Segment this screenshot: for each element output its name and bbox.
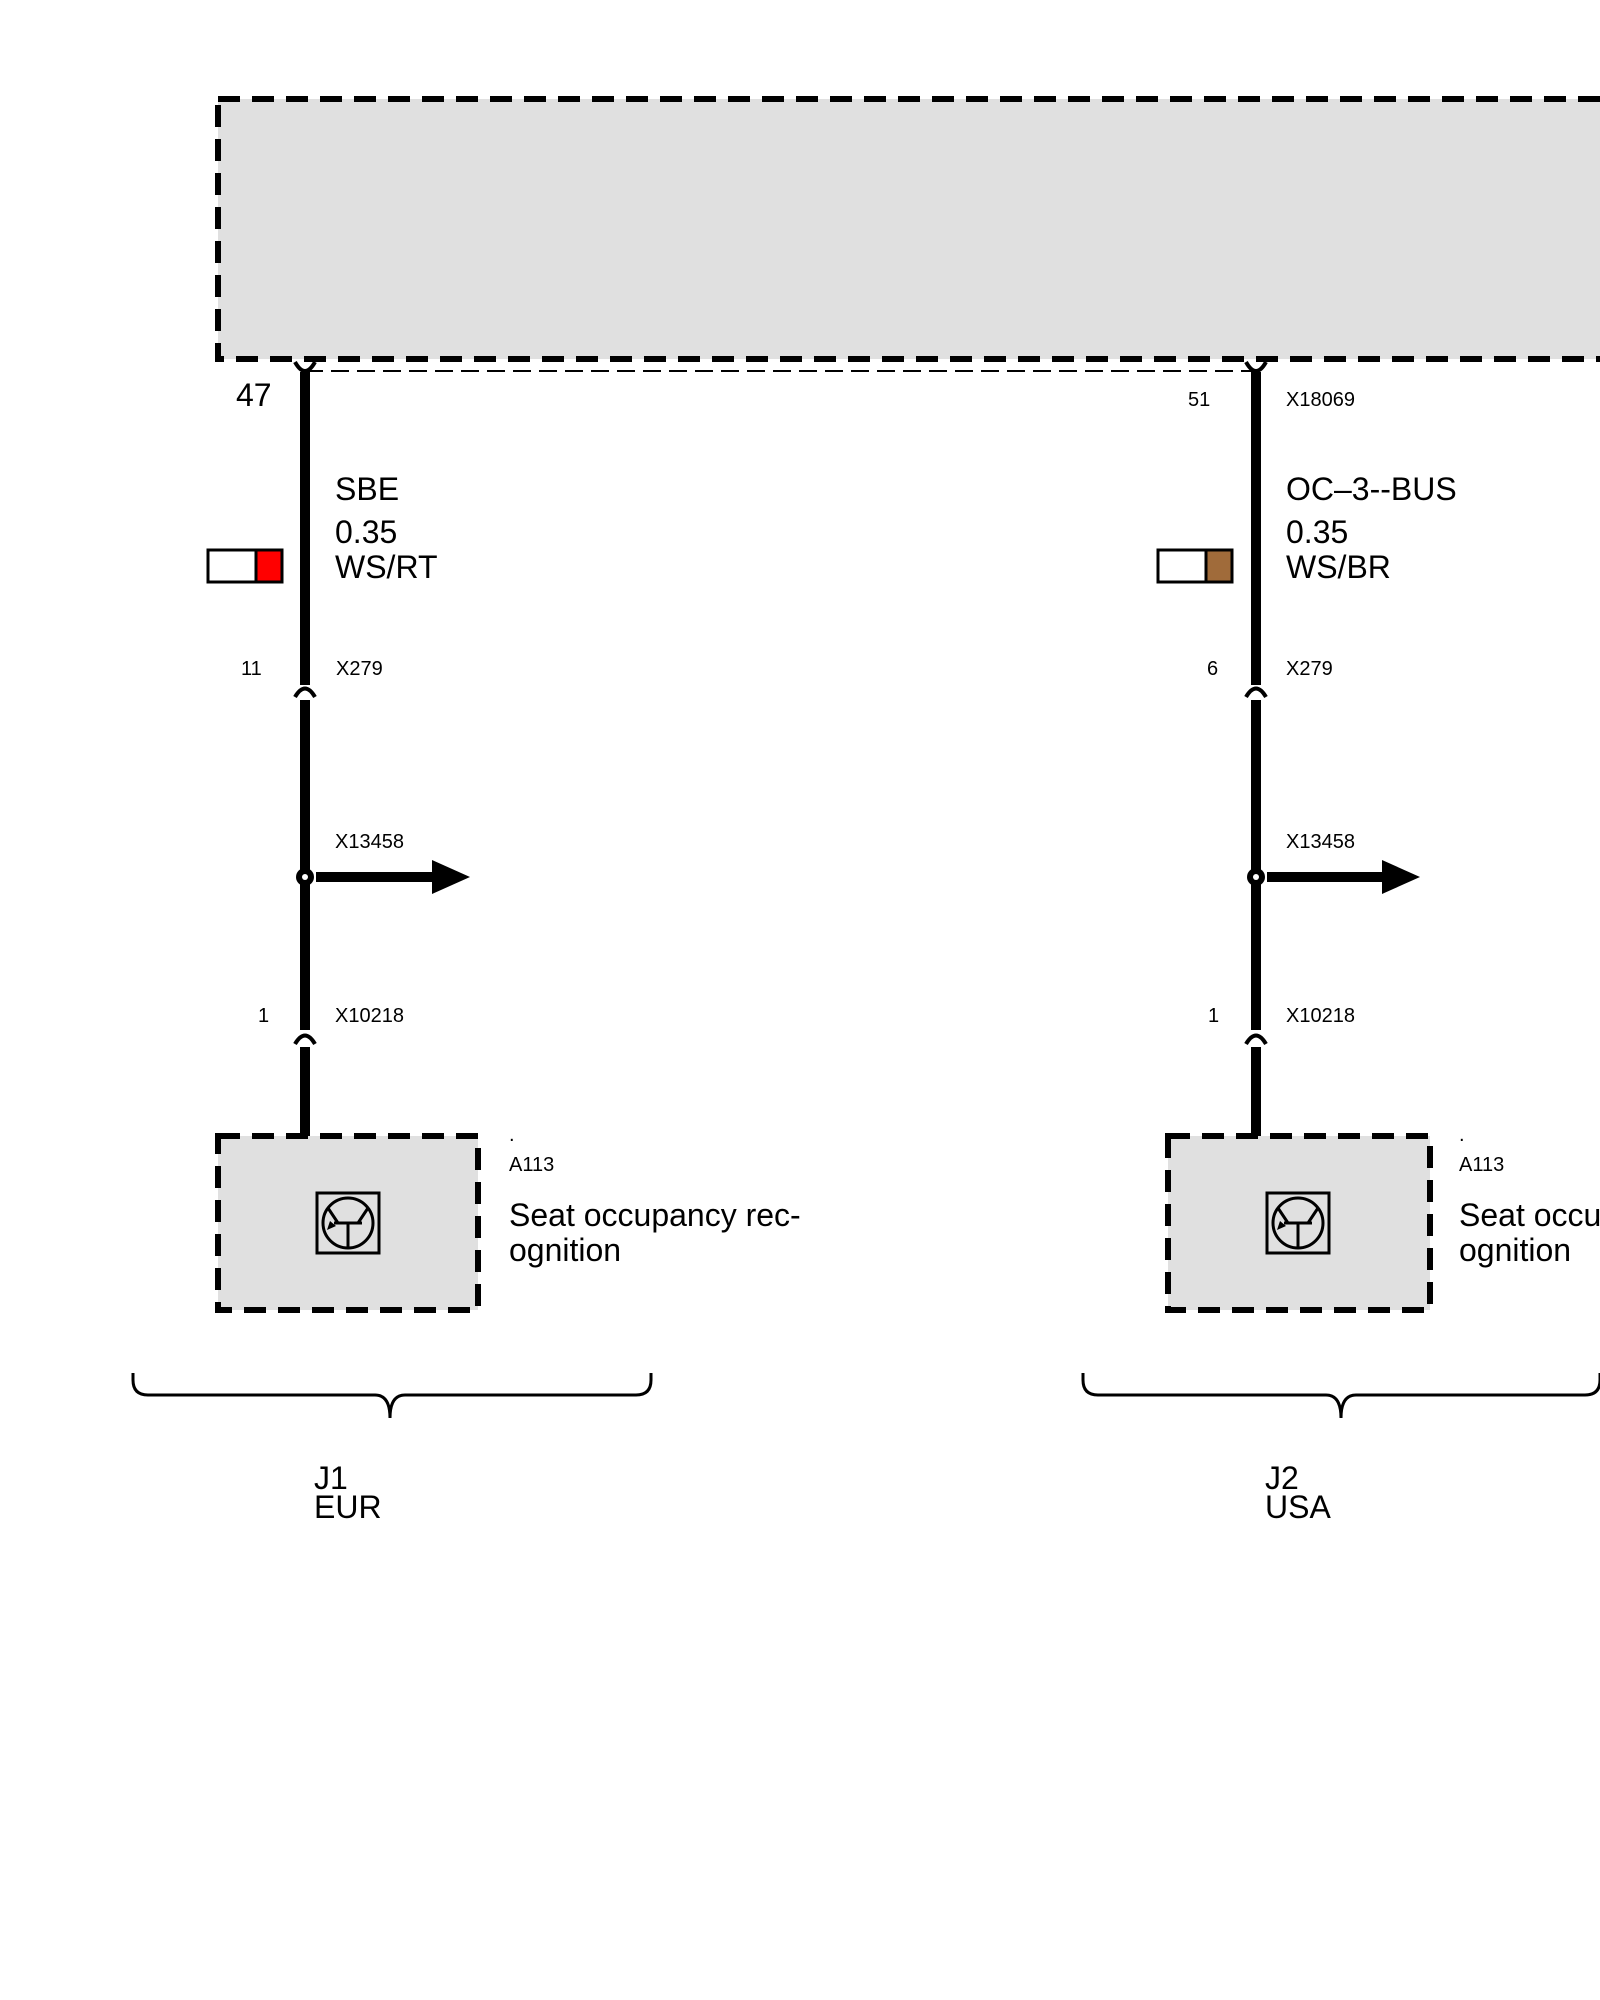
bottom-pin-number: 1 — [1208, 1005, 1219, 1027]
splice-node-center — [302, 874, 308, 880]
bottom-pin-number: 1 — [258, 1005, 269, 1027]
mid-connector-id: X279 — [336, 658, 383, 680]
splice-branch-arrow — [1382, 860, 1420, 894]
variant-code: J1 — [314, 1460, 348, 1496]
top-connector-id: X18069 — [1286, 389, 1355, 411]
wire-signal-name: OC–3--BUS — [1286, 471, 1457, 507]
mid-pin-number: 6 — [1207, 658, 1218, 680]
component-box — [1165, 1133, 1433, 1313]
bottom-connector-id: X10218 — [1286, 1005, 1355, 1027]
wire-cross-section: 0.35 — [1286, 514, 1348, 550]
transistor-sensor-icon — [1265, 1191, 1331, 1255]
circuit-right — [1081, 360, 1600, 1419]
component-id: A113 — [509, 1154, 554, 1176]
variant-brace — [1081, 1373, 1600, 1419]
splice-connector-id: X13458 — [1286, 831, 1355, 853]
transistor-sensor-icon — [315, 1191, 381, 1255]
top-pin-number: 47 — [236, 377, 272, 413]
variant-brace — [131, 1373, 653, 1419]
component-name-line2: ognition — [1459, 1232, 1571, 1268]
wire-cross-section: 0.35 — [335, 514, 397, 550]
splice-branch-arrow — [432, 860, 470, 894]
splice-node-center — [1253, 874, 1259, 880]
wire-signal-name: SBE — [335, 471, 399, 507]
top-pin-socket — [1244, 360, 1268, 373]
bottom-connector-socket — [293, 1033, 317, 1046]
mid-connector-id: X279 — [1286, 658, 1333, 680]
wire-color-swatch-stripe — [1204, 548, 1234, 584]
mid-connector-socket — [293, 686, 317, 699]
mid-pin-number: 11 — [241, 658, 262, 680]
wire-color-code: WS/RT — [335, 549, 438, 585]
component-name-line1: Seat occu — [1459, 1197, 1600, 1233]
component-dot: . — [509, 1124, 515, 1146]
component-name-line2: ognition — [509, 1232, 621, 1268]
wire-color-swatch-stripe — [254, 548, 284, 584]
variant-code: J2 — [1265, 1460, 1299, 1496]
component-box — [215, 1133, 481, 1313]
bottom-connector-id: X10218 — [335, 1005, 404, 1027]
variant-market: EUR — [314, 1489, 382, 1525]
bottom-connector-socket — [1244, 1033, 1268, 1046]
mid-connector-socket — [1244, 686, 1268, 699]
component-name-line1: Seat occupancy rec- — [509, 1197, 801, 1233]
circuit-left — [131, 360, 653, 1419]
top-pin-number: 51 — [1188, 389, 1210, 411]
top-pin-socket — [293, 360, 317, 373]
component-dot: . — [1459, 1124, 1465, 1146]
component-id: A113 — [1459, 1154, 1504, 1176]
splice-connector-id: X13458 — [335, 831, 404, 853]
variant-market: USA — [1265, 1489, 1331, 1525]
wire-color-code: WS/BR — [1286, 549, 1391, 585]
control-module-box — [215, 96, 1600, 362]
